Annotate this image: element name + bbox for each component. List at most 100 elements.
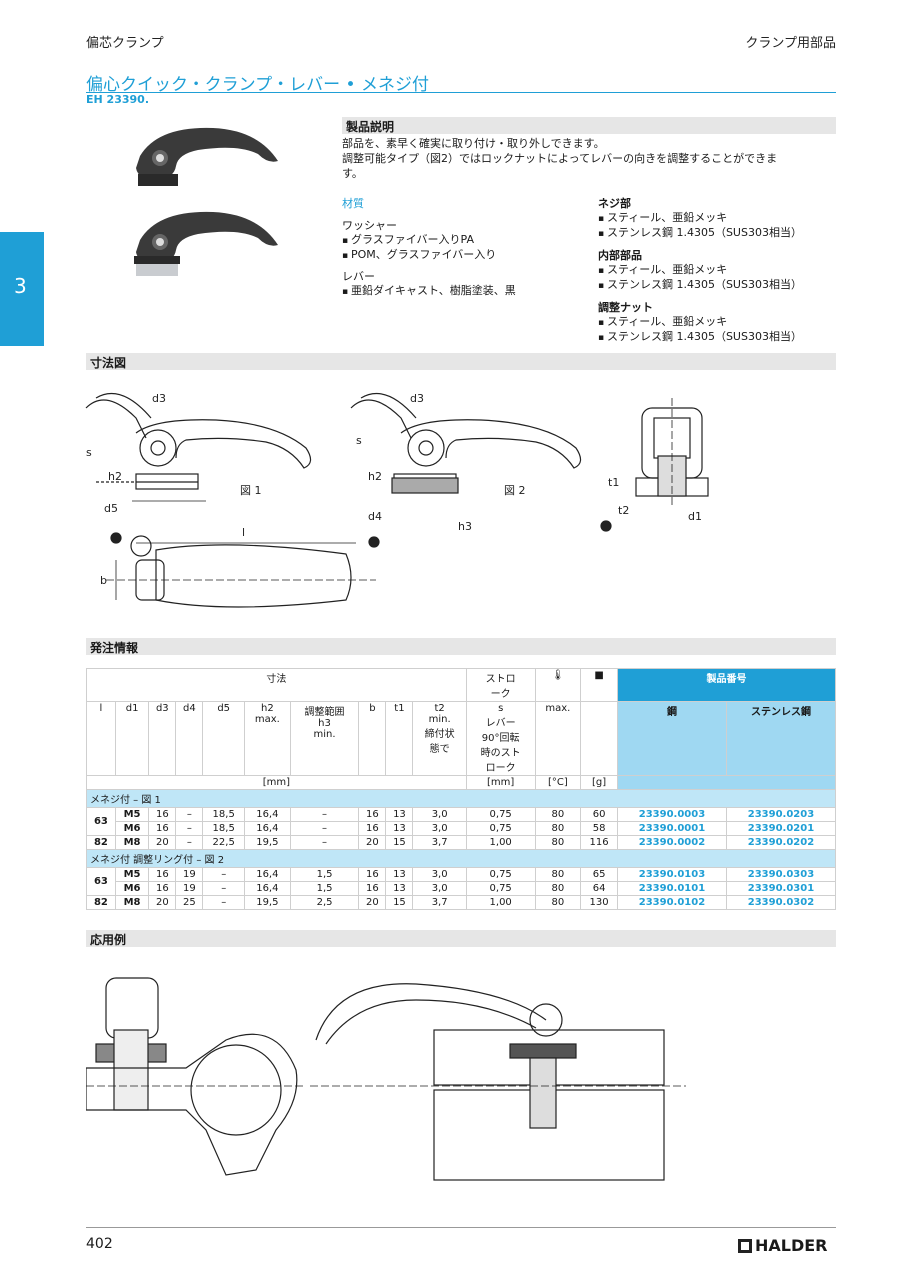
part-number[interactable]: 23390.0102 <box>616 895 727 910</box>
col-header: b <box>358 701 387 776</box>
col-header: d1 <box>114 701 150 776</box>
product-photo-fig1 <box>136 127 278 186</box>
table-cell: 3,0 <box>412 821 467 836</box>
table-cell: 3,0 <box>412 807 467 822</box>
weight-icon: ■ <box>580 668 618 702</box>
stroke-header: ストロ ーク <box>465 668 536 702</box>
table-cell: M8 <box>114 895 150 910</box>
col-header: t2 min. 締付状 態で <box>412 701 467 776</box>
product-code: EH 23390. <box>86 93 149 106</box>
col-header: ステンレス鋼 <box>725 701 837 776</box>
part-number[interactable]: 23390.0103 <box>616 867 727 882</box>
part-number[interactable]: 23390.0301 <box>725 881 837 896</box>
table-cell: M6 <box>114 881 150 896</box>
table-cell: 16 <box>148 807 177 822</box>
side-view-drawing <box>635 398 709 508</box>
table-cell: 19,5 <box>243 835 291 850</box>
cell-l: 63 <box>86 867 116 896</box>
application-left <box>86 977 306 1176</box>
description-heading: 製品説明 <box>342 117 836 134</box>
group-row: メネジ付 – 図 1 <box>86 789 836 808</box>
table-cell: 13 <box>385 867 414 882</box>
table-cell: 16,4 <box>243 881 291 896</box>
col-header: d4 <box>175 701 204 776</box>
table-cell: 80 <box>534 895 582 910</box>
table-cell: 58 <box>580 821 618 836</box>
order-table: 寸法 ストロ ーク 🌡 ■ 製品番号 l d1 d3 d4 d5 h2 max.… <box>86 668 837 910</box>
table-cell: – <box>175 807 204 822</box>
table-cell: M5 <box>114 867 150 882</box>
part-number[interactable]: 23390.0203 <box>725 807 837 822</box>
col-header: 調整範囲 h3 min. <box>289 701 360 776</box>
part-number[interactable]: 23390.0302 <box>725 895 837 910</box>
dim-label-l: l <box>242 526 245 539</box>
thread-label: ネジ部 <box>598 197 631 210</box>
table-cell: 80 <box>534 867 582 882</box>
list-item: ステンレス鋼 1.4305（SUS303相当） <box>598 330 836 345</box>
col-header: t1 <box>385 701 414 776</box>
dim-label-s: s <box>86 446 92 459</box>
title-rule <box>86 92 836 93</box>
list-item: スティール、亜鉛メッキ <box>598 315 836 330</box>
table-cell: 80 <box>534 821 582 836</box>
table-cell: 22,5 <box>202 835 245 850</box>
chapter-tab[interactable]: 3 <box>0 232 44 346</box>
internal-list: スティール、亜鉛メッキ ステンレス鋼 1.4305（SUS303相当） <box>598 263 836 293</box>
cell-l: 63 <box>86 807 116 836</box>
table-cell: 3,7 <box>412 895 467 910</box>
dimension-labels: d3 s h2 d5 l b d3 s h2 d4 h3 t1 t2 d1 図 … <box>86 392 702 587</box>
table-cell: 16 <box>358 807 387 822</box>
washer-list: グラスファイバー入りPA POM、グラスファイバー入り <box>342 233 582 263</box>
table-cell: 60 <box>580 807 618 822</box>
table-cell: 13 <box>385 881 414 896</box>
drawing-heading: 寸法図 <box>86 353 836 370</box>
datum-symbols <box>110 520 612 548</box>
thermometer-icon: 🌡 <box>534 668 582 702</box>
table-cell: – <box>175 821 204 836</box>
group-row: メネジ付 調整リング付 – 図 2 <box>86 849 836 868</box>
application-heading: 応用例 <box>86 930 836 947</box>
part-number[interactable]: 23390.0003 <box>616 807 727 822</box>
unit-mm: [mm] <box>465 775 536 790</box>
table-cell: 16 <box>148 821 177 836</box>
fig1-caption: 図 1 <box>240 484 262 497</box>
table-cell: 2,5 <box>289 895 360 910</box>
part-number[interactable]: 23390.0002 <box>616 835 727 850</box>
table-cell: – <box>202 867 245 882</box>
table-cell: 20 <box>358 835 387 850</box>
col-header: s レバー 90°回転 時のスト ローク <box>465 701 536 776</box>
table-cell: 0,75 <box>465 881 536 896</box>
fig2-drawing <box>350 392 582 494</box>
table-cell: 16 <box>358 867 387 882</box>
table-cell: M8 <box>114 835 150 850</box>
list-item: スティール、亜鉛メッキ <box>598 211 836 226</box>
table-cell: 13 <box>385 821 414 836</box>
table-cell: – <box>202 881 245 896</box>
part-number[interactable]: 23390.0101 <box>616 881 727 896</box>
section-title: クランプ用部品 <box>745 36 836 51</box>
table-cell: – <box>289 835 360 850</box>
table-cell: 16 <box>148 867 177 882</box>
part-number[interactable]: 23390.0001 <box>616 821 727 836</box>
table-cell: 16,4 <box>243 807 291 822</box>
table-cell: 19 <box>175 881 204 896</box>
product-photo-fig2 <box>134 211 278 276</box>
brand-logo[interactable]: HALDER <box>738 1236 828 1255</box>
part-number[interactable]: 23390.0201 <box>725 821 837 836</box>
description-line: 調整可能タイプ（図2）ではロックナットによってレバーの向きを調整することができま <box>342 152 778 165</box>
col-header: h2 max. <box>243 701 291 776</box>
table-cell: – <box>175 835 204 850</box>
lever-label: レバー <box>342 270 375 283</box>
nut-label: 調整ナット <box>598 301 653 314</box>
table-cell: 20 <box>358 895 387 910</box>
product-title: 偏心クイック・クランプ・レバー • メネジ付 <box>86 75 429 95</box>
table-cell: 16 <box>358 881 387 896</box>
part-number[interactable]: 23390.0202 <box>725 835 837 850</box>
table-cell: 25 <box>175 895 204 910</box>
table-cell: 18,5 <box>202 807 245 822</box>
list-item: スティール、亜鉛メッキ <box>598 263 836 278</box>
table-cell: 19 <box>175 867 204 882</box>
part-number[interactable]: 23390.0303 <box>725 867 837 882</box>
thread-list: スティール、亜鉛メッキ ステンレス鋼 1.4305（SUS303相当） <box>598 211 836 241</box>
